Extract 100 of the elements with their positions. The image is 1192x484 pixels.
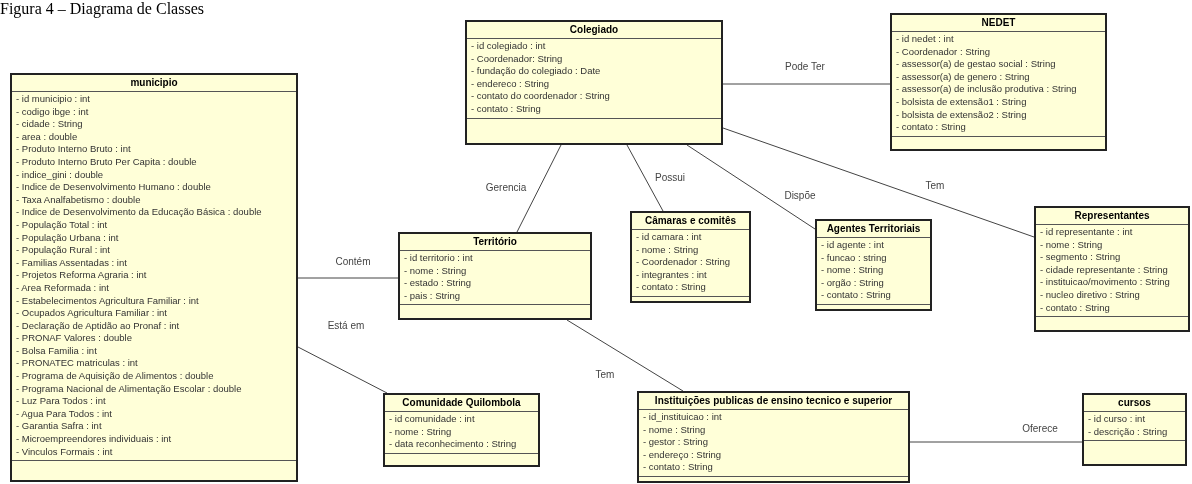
edge-label: Contém (334, 256, 372, 268)
edge-label: Possui (654, 172, 686, 184)
class-name: Instituições publicas de ensino tecnico e superior (654, 395, 893, 407)
association-line (626, 144, 664, 212)
edge-label: Está em (326, 320, 366, 332)
attribute-text: - Coordenador : String (636, 256, 731, 269)
class-box (1082, 393, 1187, 466)
attribute-text: - bolsista de extensão1 : String (896, 95, 1028, 109)
attribute-text: - PRONATEC matriculas : int (16, 357, 139, 371)
class-name: Território (473, 236, 517, 248)
attribute-text: - nome : String (1040, 238, 1104, 252)
attribute-text: - id camara : int (636, 231, 703, 244)
attribute-text: - Coordenador: String (471, 52, 564, 66)
attribute-text: - nome : String (643, 423, 707, 437)
association-line (516, 144, 562, 233)
attribute-text: - População Urbana : int (16, 231, 120, 245)
attribute-text: - assessor(a) de genero : String (896, 70, 1031, 84)
class-name: Representantes (1074, 210, 1150, 222)
attribute-text: - Luz Para Todos : int (16, 395, 107, 408)
class-box (815, 219, 932, 311)
attribute-text: - Produto Interno Bruto : int (16, 143, 132, 156)
association-line (297, 277, 399, 279)
edge-label: Oferece (1021, 423, 1059, 435)
class-box (1034, 206, 1190, 332)
attribute-text: - id nedet : int (896, 33, 955, 46)
attribute-text: - endereco : String (471, 77, 551, 91)
attribute-text: - gestor : String (643, 436, 709, 449)
attribute-text: - id territorio : int (404, 252, 474, 265)
attribute-text: - indice_gini : double (16, 168, 105, 182)
class-box (398, 232, 592, 320)
attribute-text: - PRONAF Valores : double (16, 332, 133, 345)
attribute-text: - contato : String (643, 461, 714, 474)
attribute-text: - População Rural : int (16, 244, 111, 257)
attribute-text: - Programa de Aquisição de Alimentos : double (16, 370, 215, 383)
attribute-text: - contato : String (896, 121, 967, 134)
attribute-text: - Bolsa Familia : int (16, 344, 98, 358)
attribute-text: - instituicao/movimento : String (1040, 276, 1171, 289)
attribute-text: - nome : String (389, 425, 453, 439)
figure-title: Figura 4 – Diagrama de Classes (0, 0, 204, 18)
attribute-text: - Declaração de Aptidão ao Pronaf : int (16, 319, 181, 333)
class-name: Colegiado (569, 24, 619, 36)
attribute-text: - assessor(a) de gestao social : String (896, 58, 1057, 71)
attribute-text: - nome : String (404, 264, 468, 278)
attribute-text: - Estabelecimentos Agricultura Familiar : int (16, 294, 200, 308)
attribute-text: - contato : String (636, 281, 707, 294)
association-line (909, 441, 1083, 443)
attribute-text: - codigo ibge : int (16, 105, 90, 119)
attribute-text: - fundação do colegiado : Date (471, 65, 602, 78)
attribute-text: - area : double (16, 130, 79, 144)
attribute-text: - segmento : String (1040, 251, 1122, 264)
class-box (465, 20, 723, 145)
class-name: Comunidade Quilombola (402, 397, 521, 409)
class-name: Câmaras e comitês (644, 215, 737, 227)
attribute-text: - Projetos Reforma Agraria : int (16, 269, 148, 282)
edge-label: Tem (924, 180, 946, 192)
attribute-text: - Produto Interno Bruto Per Capita : double (16, 155, 198, 169)
attribute-text: - População Total : int (16, 218, 109, 232)
attribute-text: - id_instituicao : int (643, 411, 723, 424)
association-line (566, 319, 684, 392)
attribute-text: - bolsista de extensão2 : String (896, 108, 1028, 122)
class-box (890, 13, 1107, 151)
attribute-text: - cidade representante : String (1040, 263, 1169, 277)
attribute-text: - contato : String (471, 102, 542, 116)
attribute-text: - id representante : int (1040, 226, 1134, 239)
attribute-text: - Agua Para Todos : int (16, 407, 113, 421)
attribute-text: - Coordenador : String (896, 45, 991, 59)
edge-label: Dispõe (783, 190, 817, 202)
attribute-text: - nucleo diretivo : String (1040, 288, 1141, 302)
attribute-text: - cidade : String (16, 118, 84, 131)
attribute-text: - funcao : string (821, 251, 888, 265)
attribute-text: - pais : String (404, 289, 461, 303)
attribute-text: - data reconhecimento : String (389, 438, 518, 451)
attribute-text: - Taxa Analfabetismo : double (16, 193, 142, 207)
attribute-text: - id municipio : int (16, 93, 91, 106)
edge-label: Tem (594, 369, 616, 381)
association-line (297, 346, 388, 394)
class-box (637, 391, 910, 483)
attribute-text: - Microempreendores individuais : int (16, 433, 173, 446)
attribute-text: - integrantes : int (636, 268, 708, 282)
attribute-text: - id colegiado : int (471, 40, 547, 53)
edge-label: Gerencia (484, 182, 528, 194)
attribute-text: - endereço : String (643, 448, 723, 462)
class-name: Agentes Territoriais (826, 223, 921, 235)
attribute-text: - contato do coordenador : String (471, 90, 611, 103)
attribute-text: - id agente : int (821, 239, 885, 252)
attribute-text: - id curso : int (1088, 413, 1147, 426)
attribute-text: - descrição : String (1088, 425, 1169, 439)
attribute-text: - nome : String (636, 243, 700, 257)
class-name: municipio (130, 77, 178, 89)
class-name: NEDET (981, 17, 1016, 29)
class-name: cursos (1118, 397, 1151, 409)
attribute-text: - id comunidade : int (389, 413, 476, 426)
attribute-text: - contato : String (1040, 301, 1111, 315)
attribute-text: - Programa Nacional de Alimentação Escolar : double (16, 382, 243, 396)
class-box (383, 393, 540, 467)
class-box (10, 73, 298, 482)
association-line (722, 83, 891, 85)
edge-label: Pode Ter (784, 61, 826, 73)
attribute-text: - assessor(a) de inclusão produtiva : String (896, 83, 1078, 96)
association-line (686, 144, 816, 230)
